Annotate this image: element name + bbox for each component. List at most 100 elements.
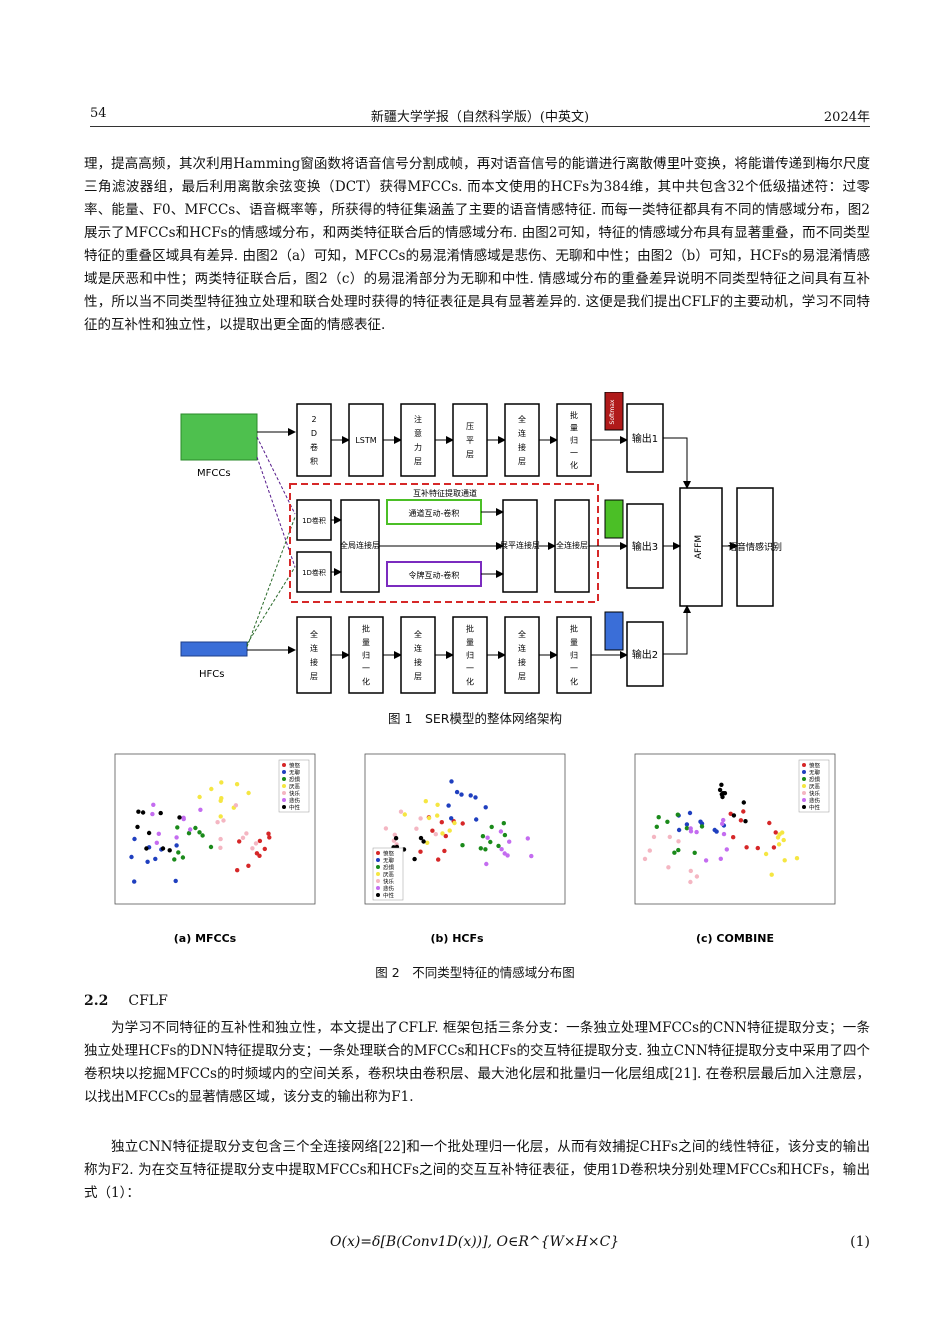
scatter-point: [449, 779, 454, 784]
bottom-label-2: 一: [362, 664, 370, 673]
scatter-point: [132, 879, 137, 884]
scatter-point: [144, 846, 149, 851]
scatter-point: [150, 811, 155, 817]
top-label-3: 层: [414, 457, 422, 466]
output-3-box: [626, 503, 664, 589]
scatter-point: [181, 816, 186, 822]
bottom-label-4: 批: [466, 624, 474, 634]
scatter-point: [501, 821, 506, 826]
scatter-point: [426, 815, 432, 821]
scatter-point: [483, 805, 488, 810]
journal-title: 新疆大学学报（自然科学版）(中英文): [370, 110, 590, 125]
scatter-point: [246, 790, 251, 796]
top-label-4: 平: [466, 436, 474, 445]
scatter-point: [781, 837, 786, 843]
legend-item: 快乐: [289, 790, 301, 798]
scatter-point: [719, 782, 724, 787]
affm-label: AFFM: [694, 535, 704, 559]
legend-item: 厌恶: [809, 784, 821, 791]
scatter-point: [714, 829, 719, 834]
bottom-label-3: 全: [414, 629, 422, 639]
scatter-point: [507, 839, 512, 844]
year: 2024年: [823, 110, 870, 125]
scatter-point: [208, 844, 214, 850]
scatter-point: [136, 809, 141, 814]
scatter-point: [684, 822, 690, 827]
legend-item: 愤怒: [383, 850, 395, 858]
scatter-point: [219, 780, 224, 785]
ser-label: 语音情感识别: [728, 541, 782, 553]
legend-item: 愤怒: [289, 762, 301, 770]
scatter-point: [193, 825, 198, 831]
scatter-point: [175, 825, 180, 830]
scatter-point: [744, 845, 749, 850]
scatter-point: [688, 879, 693, 885]
fig2-sub-c: (c) COMBINE: [696, 932, 774, 945]
flatten-label: 展平连接层: [500, 540, 540, 550]
scatter-point: [755, 845, 760, 851]
scatter-point: [656, 815, 661, 820]
scatter-point: [480, 834, 486, 839]
scatter-point: [145, 859, 150, 864]
scatter-point: [478, 846, 483, 851]
legend-item: 悲伤: [383, 885, 395, 893]
scatter-point: [129, 854, 134, 860]
scatter-point: [771, 845, 777, 850]
scatter-point: [436, 857, 441, 862]
output-1-label: 输出1: [632, 432, 658, 445]
scatter-point: [425, 840, 430, 845]
bottom-label-4: 量: [466, 638, 474, 647]
scatter-point: [769, 872, 774, 877]
softmax-label: Softmax: [609, 399, 616, 424]
legend-marker: [376, 893, 380, 897]
scatter-point: [266, 831, 271, 836]
scatter-point: [459, 792, 464, 797]
hfc-feature-image: [180, 641, 248, 657]
top-label-3: 力: [414, 442, 422, 452]
bottom-box-3: [400, 616, 436, 694]
scatter-point: [174, 835, 179, 840]
bottom-label-6: 量: [570, 638, 578, 647]
scatter-point: [244, 831, 249, 836]
scatter-point: [215, 820, 220, 825]
scatter-point: [449, 816, 454, 821]
scatter-point: [665, 819, 670, 824]
scatter-point: [687, 810, 693, 816]
top-box-1: [296, 403, 332, 477]
legend-marker: [802, 763, 806, 767]
scatter-point: [414, 826, 419, 831]
bottom-label-2: 归: [362, 650, 370, 660]
legend-marker: [802, 798, 806, 802]
top-label-5: 层: [518, 457, 526, 466]
legend-marker: [282, 770, 286, 774]
scatter-panel-3: [634, 753, 836, 905]
legend-item: 无聊: [383, 857, 395, 865]
scatter-point: [483, 847, 488, 852]
top-label-2: LSTM: [355, 436, 376, 445]
scatter-point: [237, 839, 242, 844]
scatter-point: [418, 849, 423, 854]
equation-1: O(x)=δ[B(Conv1D(x))], O∈R^{W×H×C} (1): [0, 1234, 870, 1256]
scatter-point: [197, 830, 202, 835]
equation-formula: O(x)=δ[B(Conv1D(x))], O∈R^{W×H×C}: [330, 1234, 620, 1250]
legend-marker: [802, 777, 806, 781]
scatter-point: [186, 831, 192, 836]
scatter-point: [146, 830, 152, 836]
scatter-point: [250, 846, 255, 851]
scatter-point: [174, 843, 179, 848]
scatter-point: [454, 789, 460, 795]
legend-item: 悲伤: [289, 797, 301, 805]
top-label-3: 意: [414, 428, 422, 438]
bottom-label-3: 层: [414, 672, 422, 681]
top-label-4: 层: [466, 450, 474, 459]
token-conv-label: 令牌互动-卷积: [409, 570, 460, 580]
scatter-point: [474, 817, 479, 822]
legend-marker: [376, 879, 380, 883]
bottom-label-5: 连: [518, 643, 526, 653]
output-2-label: 输出2: [632, 648, 658, 661]
scatter-point: [418, 816, 423, 821]
top-label-6: 归: [570, 435, 578, 445]
equation-number: (1): [850, 1234, 870, 1250]
legend-marker: [376, 865, 380, 869]
